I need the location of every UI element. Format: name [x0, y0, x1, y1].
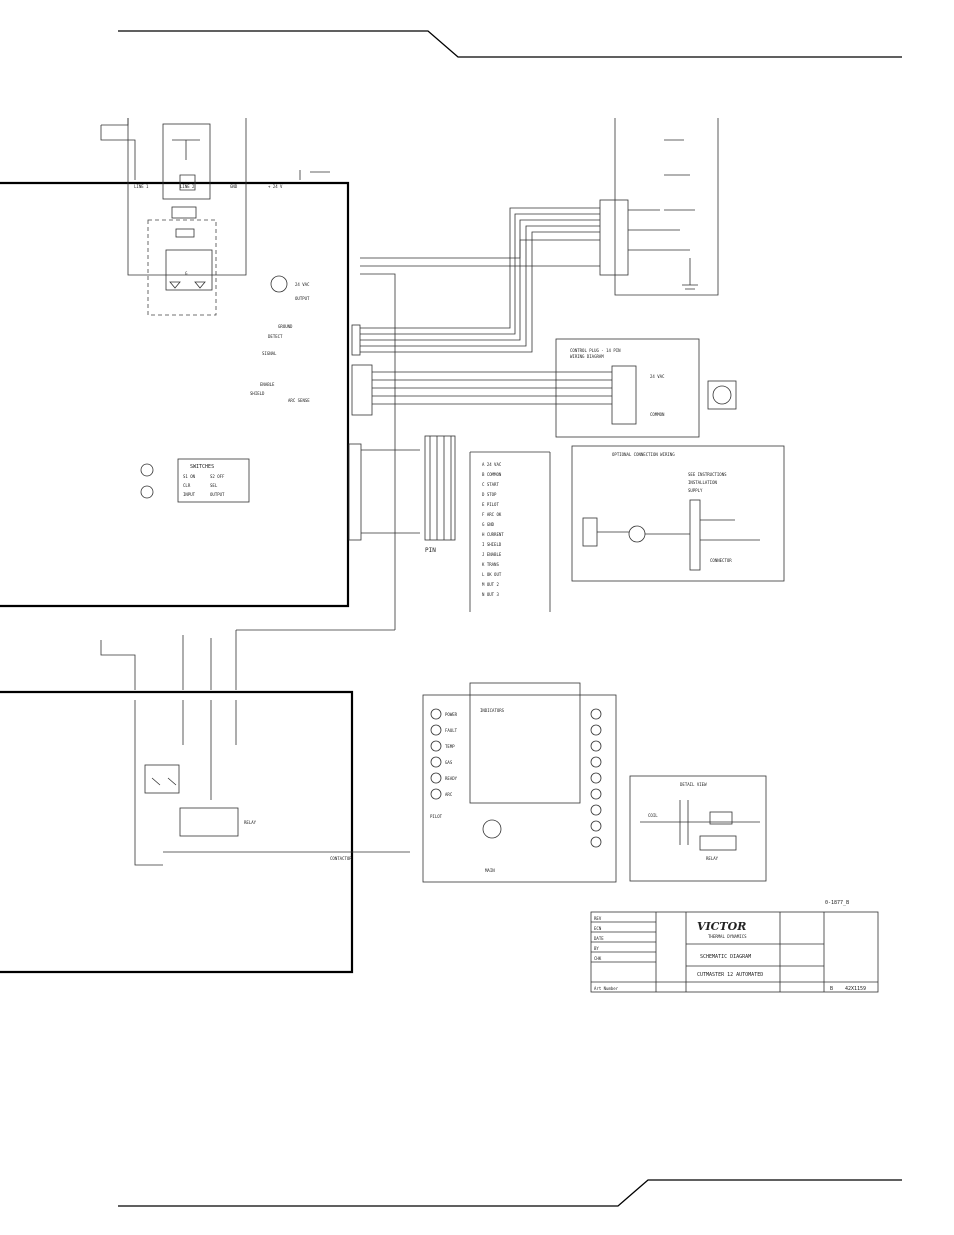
pin-chart-row: K TRANS — [482, 562, 499, 567]
indicator-lamp-icon — [590, 820, 602, 832]
plug-module: CONTROL PLUG - 14 PIN WIRING DIAGRAM 24 … — [555, 338, 737, 438]
drawing-subtitle: CUTMASTER 12 AUTOMATED — [697, 972, 763, 978]
indicator-label: POWER — [445, 712, 458, 717]
indicator-lamp-icon — [430, 772, 442, 784]
pin-chart-row: H CURRENT — [482, 532, 504, 537]
svg-text:DETAIL VIEW: DETAIL VIEW — [680, 782, 707, 787]
terminal-label: LINE 1 — [134, 184, 149, 189]
plug-heading: CONTROL PLUG - 14 PIN — [570, 348, 621, 353]
pin-chart-row: C START — [482, 482, 499, 487]
pin-chart-row: D STOP — [482, 492, 497, 497]
terminal-label: GND — [230, 184, 238, 189]
svg-text:INPUT: INPUT — [183, 492, 196, 497]
pin-chart-row: A 24 VAC — [482, 462, 502, 467]
interconnect — [100, 629, 395, 690]
indicator-lamp-icon — [590, 788, 602, 800]
brand-logo: VICTOR — [697, 920, 746, 933]
indicator-lamp-icon — [430, 708, 442, 720]
svg-text:S1 ON: S1 ON — [183, 474, 196, 479]
svg-text:CONTACTOR: CONTACTOR — [330, 856, 352, 861]
svg-text:THERMAL DYNAMICS: THERMAL DYNAMICS — [708, 934, 747, 939]
svg-text:G: G — [185, 271, 188, 276]
indicator-lamp-icon — [590, 740, 602, 752]
indicator-label: TEMP — [445, 744, 455, 749]
lower-enclosure: RELAY CONTACTOR — [0, 690, 410, 974]
pin-chart-row: F ARC OK — [482, 512, 502, 517]
svg-text:ENABLE: ENABLE — [260, 382, 275, 387]
indicator-heading: INDICATORS — [480, 708, 505, 713]
terminal-label: + 24 V — [268, 184, 283, 189]
svg-text:SHIELD: SHIELD — [250, 391, 265, 396]
svg-text:INSTALLATION: INSTALLATION — [688, 480, 717, 485]
svg-text:SEL: SEL — [210, 483, 218, 488]
indicator-label: READY — [445, 776, 458, 781]
svg-text:COMMON: COMMON — [650, 412, 665, 417]
indicator-lamp-icon — [590, 836, 602, 848]
pin-chart-row: I SHIELD — [482, 542, 502, 547]
svg-text:BY: BY — [594, 946, 599, 951]
indicator-lamp-icon — [430, 756, 442, 768]
indicator-lamp-icon — [430, 788, 442, 800]
pin-chart-row: B COMMON — [482, 472, 502, 477]
svg-text:REV: REV — [594, 916, 602, 921]
pin-chart-row: N OUT 3 — [482, 592, 499, 597]
svg-text:CHK: CHK — [594, 956, 602, 961]
pin-chart-row: G GND — [482, 522, 495, 527]
footer-rule — [118, 1179, 902, 1207]
svg-text:PILOT: PILOT — [430, 814, 443, 819]
svg-text:DETECT: DETECT — [268, 334, 283, 339]
svg-text:RELAY: RELAY — [244, 820, 257, 825]
svg-text:RELAY: RELAY — [706, 856, 719, 861]
pin-chart-row: M OUT 2 — [482, 582, 499, 587]
indicator-lamp-icon — [590, 708, 602, 720]
svg-text:SEE INSTRUCTIONS: SEE INSTRUCTIONS — [688, 472, 727, 477]
svg-text:CONNECTOR: CONNECTOR — [710, 558, 732, 563]
svg-text:SUPPLY: SUPPLY — [688, 488, 703, 493]
indicator-lamp-icon — [590, 756, 602, 768]
svg-text:CLR: CLR — [183, 483, 191, 488]
svg-text:OUTPUT: OUTPUT — [210, 492, 225, 497]
svg-text:SIGNAL: SIGNAL — [262, 351, 277, 356]
svg-text:MAIN: MAIN — [485, 868, 495, 873]
drawing-number: 42X1159 — [845, 986, 866, 992]
drawing-reference: 0-1877_B — [825, 900, 849, 906]
pin-chart-row: L OK OUT — [482, 572, 502, 577]
option-panel: OPTIONAL CONNECTION WIRING SEE INSTRUCTI… — [571, 445, 785, 582]
svg-text:ECN: ECN — [594, 926, 602, 931]
upper-enclosure: LINE 1 LINE 2 GND + 24 V G 24 VAC OUTPUT… — [0, 118, 612, 630]
svg-text:S2 OFF: S2 OFF — [210, 474, 225, 479]
indicator-panel: INDICATORS POWER FAULT TEMP GAS READY ARC PIL… — [422, 682, 617, 883]
drawing-title: SCHEMATIC DIAGRAM — [700, 954, 751, 960]
plug-sub: WIRING DIAGRAM — [570, 354, 604, 359]
pin-chart: PIN A 24 VAC B COMMON C START D STOP E PILOT… — [424, 435, 551, 612]
svg-text:COIL: COIL — [648, 813, 658, 818]
pin-chart-heading: PIN — [425, 547, 436, 554]
relay-panel — [599, 118, 719, 296]
pin-chart-row: J ENABLE — [482, 552, 502, 557]
header-rule — [118, 30, 902, 58]
indicator-label: ARC — [445, 792, 453, 797]
indicator-lamp-icon — [590, 804, 602, 816]
indicator-lamp-icon — [590, 772, 602, 784]
detail-box: DETAIL VIEW COIL RELAY — [629, 775, 767, 882]
svg-text:GROUND: GROUND — [278, 324, 293, 329]
option-heading: OPTIONAL CONNECTION WIRING — [612, 452, 675, 457]
switch-heading: SWITCHES — [190, 464, 214, 470]
title-block: 0-1877_B REV ECN DATE BY CHK VICTOR THER… — [590, 900, 879, 993]
indicator-lamp-icon — [590, 724, 602, 736]
indicator-lamp-icon — [430, 740, 442, 752]
svg-text:ARC SENSE: ARC SENSE — [288, 398, 310, 403]
indicator-label: GAS — [445, 760, 453, 765]
svg-text:24 VAC: 24 VAC — [650, 374, 665, 379]
svg-text:Art Number: Art Number — [594, 986, 619, 991]
svg-text:DATE: DATE — [594, 936, 604, 941]
fan-label: 24 VAC — [295, 282, 310, 287]
indicator-lamp-icon — [430, 724, 442, 736]
pin-chart-row: E PILOT — [482, 502, 499, 507]
svg-text:B: B — [830, 986, 833, 992]
indicator-label: FAULT — [445, 728, 458, 733]
output-label: OUTPUT — [295, 296, 310, 301]
terminal-label: LINE 2 — [180, 184, 195, 189]
